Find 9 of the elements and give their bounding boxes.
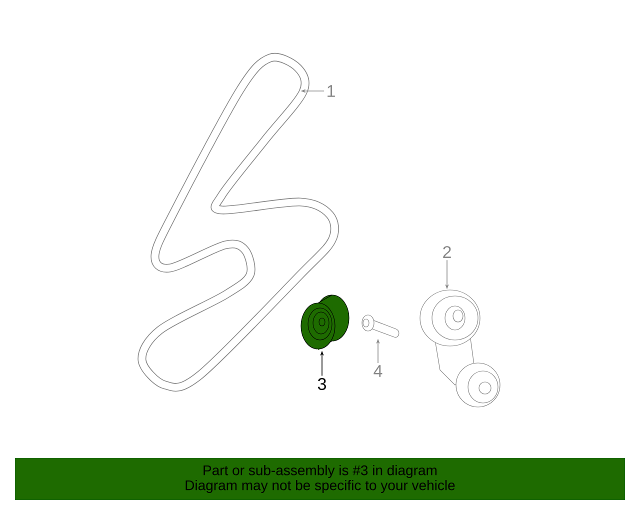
info-banner: Part or sub-assembly is #3 in diagram Diagram may not be specific to your vehicle	[15, 458, 625, 500]
callout-number: 4	[374, 365, 382, 377]
idler-pulley-drawing	[300, 294, 350, 350]
belt-drawing	[138, 52, 339, 392]
callout-number: 2	[443, 246, 451, 258]
callout-number: 1	[328, 85, 335, 97]
bolt-drawing	[362, 314, 400, 338]
tensioner-drawing	[420, 290, 500, 408]
callout-number: 3	[318, 378, 326, 390]
